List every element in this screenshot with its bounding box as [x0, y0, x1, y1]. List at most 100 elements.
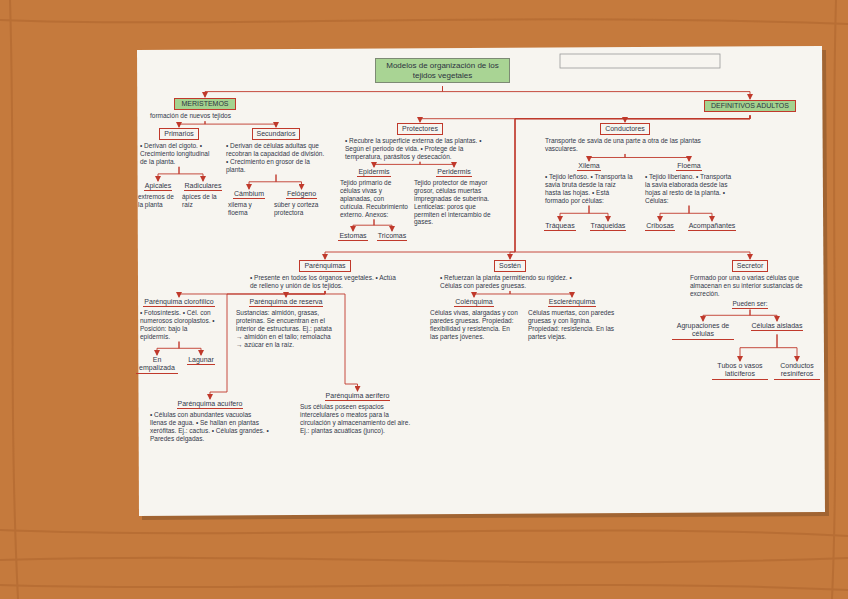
concept-leaf: Apicales extremos de la planta [138, 182, 178, 209]
concept-heading: Cribosas [645, 222, 675, 231]
concept-text: formación de nuevos tejidos [150, 112, 260, 120]
connector-arrow [777, 334, 797, 361]
concept-text: • Derivan del cigoto. • Crecimiento long… [140, 142, 218, 165]
concept-leaf: Células aisladas [748, 322, 806, 333]
concept-text: Sustancias: almidón, grasas, proteínas. … [236, 309, 336, 348]
connector-arrow [205, 121, 276, 127]
connector-arrow [660, 206, 689, 221]
concept-heading: DEFINITIVOS ADULTOS [704, 100, 796, 112]
concept-heading: Primarios [159, 128, 199, 140]
connector-arrow [443, 86, 751, 99]
concept-heading: Células aisladas [751, 322, 804, 331]
concept-heading: Parénquima clorofílico [143, 298, 214, 307]
connector-arrow [179, 121, 205, 127]
concept-leaf: Conductos resiníferos [774, 362, 820, 382]
concept-leaf: Floema• Tejido liberiano. • Transporta l… [645, 162, 733, 205]
concept-text: Formado por una o varias células que alm… [690, 274, 810, 297]
connector-arrow [276, 175, 302, 189]
concept-text: Tejido primario de células vivas y aplan… [340, 179, 408, 218]
concept-box: ConductoresTransporte de savia de una pa… [545, 123, 705, 153]
concept-text: • Tejido leñoso. • Transporta la savia b… [545, 173, 633, 204]
concept-leaf: Tubos o vasos laticíferos [712, 362, 768, 382]
connector-arrow [157, 342, 179, 355]
concept-text: • Fotosíntesis. • Cél. con numerosos clo… [140, 309, 218, 340]
concept-heading: Acompañantes [688, 222, 737, 231]
concept-leaf: Traqueidas [586, 222, 630, 233]
concept-leaf: Parénquima de reservaSustancias: almidón… [236, 298, 336, 348]
concept-heading: Conductos resiníferos [774, 362, 820, 380]
concept-heading: Felógeno [286, 190, 317, 199]
concept-box: Parénquimas • Presente en todos los órgan… [250, 260, 400, 290]
concept-heading: Radiculares [184, 182, 223, 191]
connector-arrow [625, 154, 689, 161]
concept-text: Células vivas, alargadas y con paredes g… [430, 309, 518, 340]
concept-text: xilema y floema [228, 201, 270, 217]
connector-arrow [325, 115, 750, 259]
concept-heading: Lagunar [187, 356, 215, 365]
concept-leaf: Tráqueas [540, 222, 580, 233]
concept-heading: Epidermis [357, 168, 390, 177]
concept-text: Tejido protector de mayor grosor, célula… [414, 179, 494, 226]
concept-heading: Sostén [494, 260, 526, 272]
connector-arrow [179, 167, 203, 181]
connector-arrow [205, 86, 443, 97]
concept-leaf: Parénquima acuífero• Células con abundan… [150, 400, 270, 443]
concept-text: Pueden ser: [732, 300, 767, 309]
concept-heading: Tricomas [377, 232, 408, 241]
concept-heading: Floema [676, 162, 701, 171]
concept-heading: Agrupaciones de células [672, 322, 734, 340]
connector-arrow [589, 154, 625, 161]
concept-text: • Derivan de células adultas que recobra… [226, 142, 326, 173]
concept-text: extremos de la planta [138, 193, 178, 209]
concept-leaf: ColénquimaCélulas vivas, alargadas y con… [430, 298, 518, 341]
concept-text: Sus células poseen espacios intercelular… [300, 403, 415, 434]
connector-arrow [560, 206, 589, 221]
concept-heading: Colénquima [454, 298, 493, 307]
concept-heading: Tráqueas [544, 222, 575, 231]
concept-leaf: EsclerénquimaCélulas muertas, con parede… [528, 298, 616, 341]
concept-leaf: Lagunar [185, 356, 217, 367]
concept-text: ápices de la raíz [182, 193, 224, 209]
concept-leaf: Cámbium xilema y floema [228, 190, 270, 217]
concept-heading: En empalizada [136, 356, 178, 374]
concept-text: súber y corteza protectora [274, 201, 329, 217]
concept-heading: Parénquima de reserva [249, 298, 324, 307]
concept-heading: Parénquimas [299, 260, 350, 272]
concept-text: Transporte de savia de una parte a otra … [545, 137, 705, 153]
concept-heading: Peridermis [436, 168, 471, 177]
concept-heading: Tubos o vasos laticíferos [712, 362, 768, 380]
concept-box: MERISTEMOSformación de nuevos tejidos [150, 98, 260, 120]
connector-arrow [374, 219, 392, 231]
concept-heading: Esclerénquima [548, 298, 596, 307]
concept-heading: Estomas [338, 232, 367, 241]
concept-box: DEFINITIVOS ADULTOS [695, 100, 805, 114]
concept-box: Protectores• Recubre la superficie exter… [345, 123, 495, 161]
concept-heading: Cámbium [233, 190, 265, 199]
concept-leaf: Tricomas [374, 232, 410, 243]
connector-arrow [703, 310, 750, 321]
connector-arrow [589, 206, 608, 221]
concept-heading: Conductores [600, 123, 650, 135]
concept-heading: Traqueidas [590, 222, 627, 231]
concept-leaf: Parénquima aeríferoSus células poseen es… [300, 392, 415, 435]
concept-leaf: Felógeno súber y corteza protectora [274, 190, 329, 217]
connector-arrow [689, 206, 712, 221]
concept-box: Modelos de organización de los tejidos v… [375, 58, 510, 85]
concept-text: • Presente en todos los órganos vegetale… [250, 274, 400, 290]
concept-box: Primarios • Derivan del cigoto. • Crecimi… [140, 128, 218, 166]
concept-heading: Apicales [144, 182, 172, 191]
concept-leaf: Parénquima clorofílico • Fotosíntesis. • … [140, 298, 218, 341]
concept-heading: Modelos de organización de los tejidos v… [375, 58, 510, 83]
concept-heading: Secretor [732, 260, 768, 272]
connector-arrow [179, 342, 201, 355]
concept-leaf: Xilema• Tejido leñoso. • Transporta la s… [545, 162, 633, 205]
concept-leaf: Cribosas [640, 222, 680, 233]
concept-box: SecretorFormado por una o varias células… [690, 260, 810, 309]
connector-arrow [510, 115, 750, 259]
concept-leaf: Agrupaciones de células [672, 322, 734, 342]
concept-text: Células muertas, con paredes gruesas y c… [528, 309, 616, 340]
connector-arrow [249, 175, 276, 189]
